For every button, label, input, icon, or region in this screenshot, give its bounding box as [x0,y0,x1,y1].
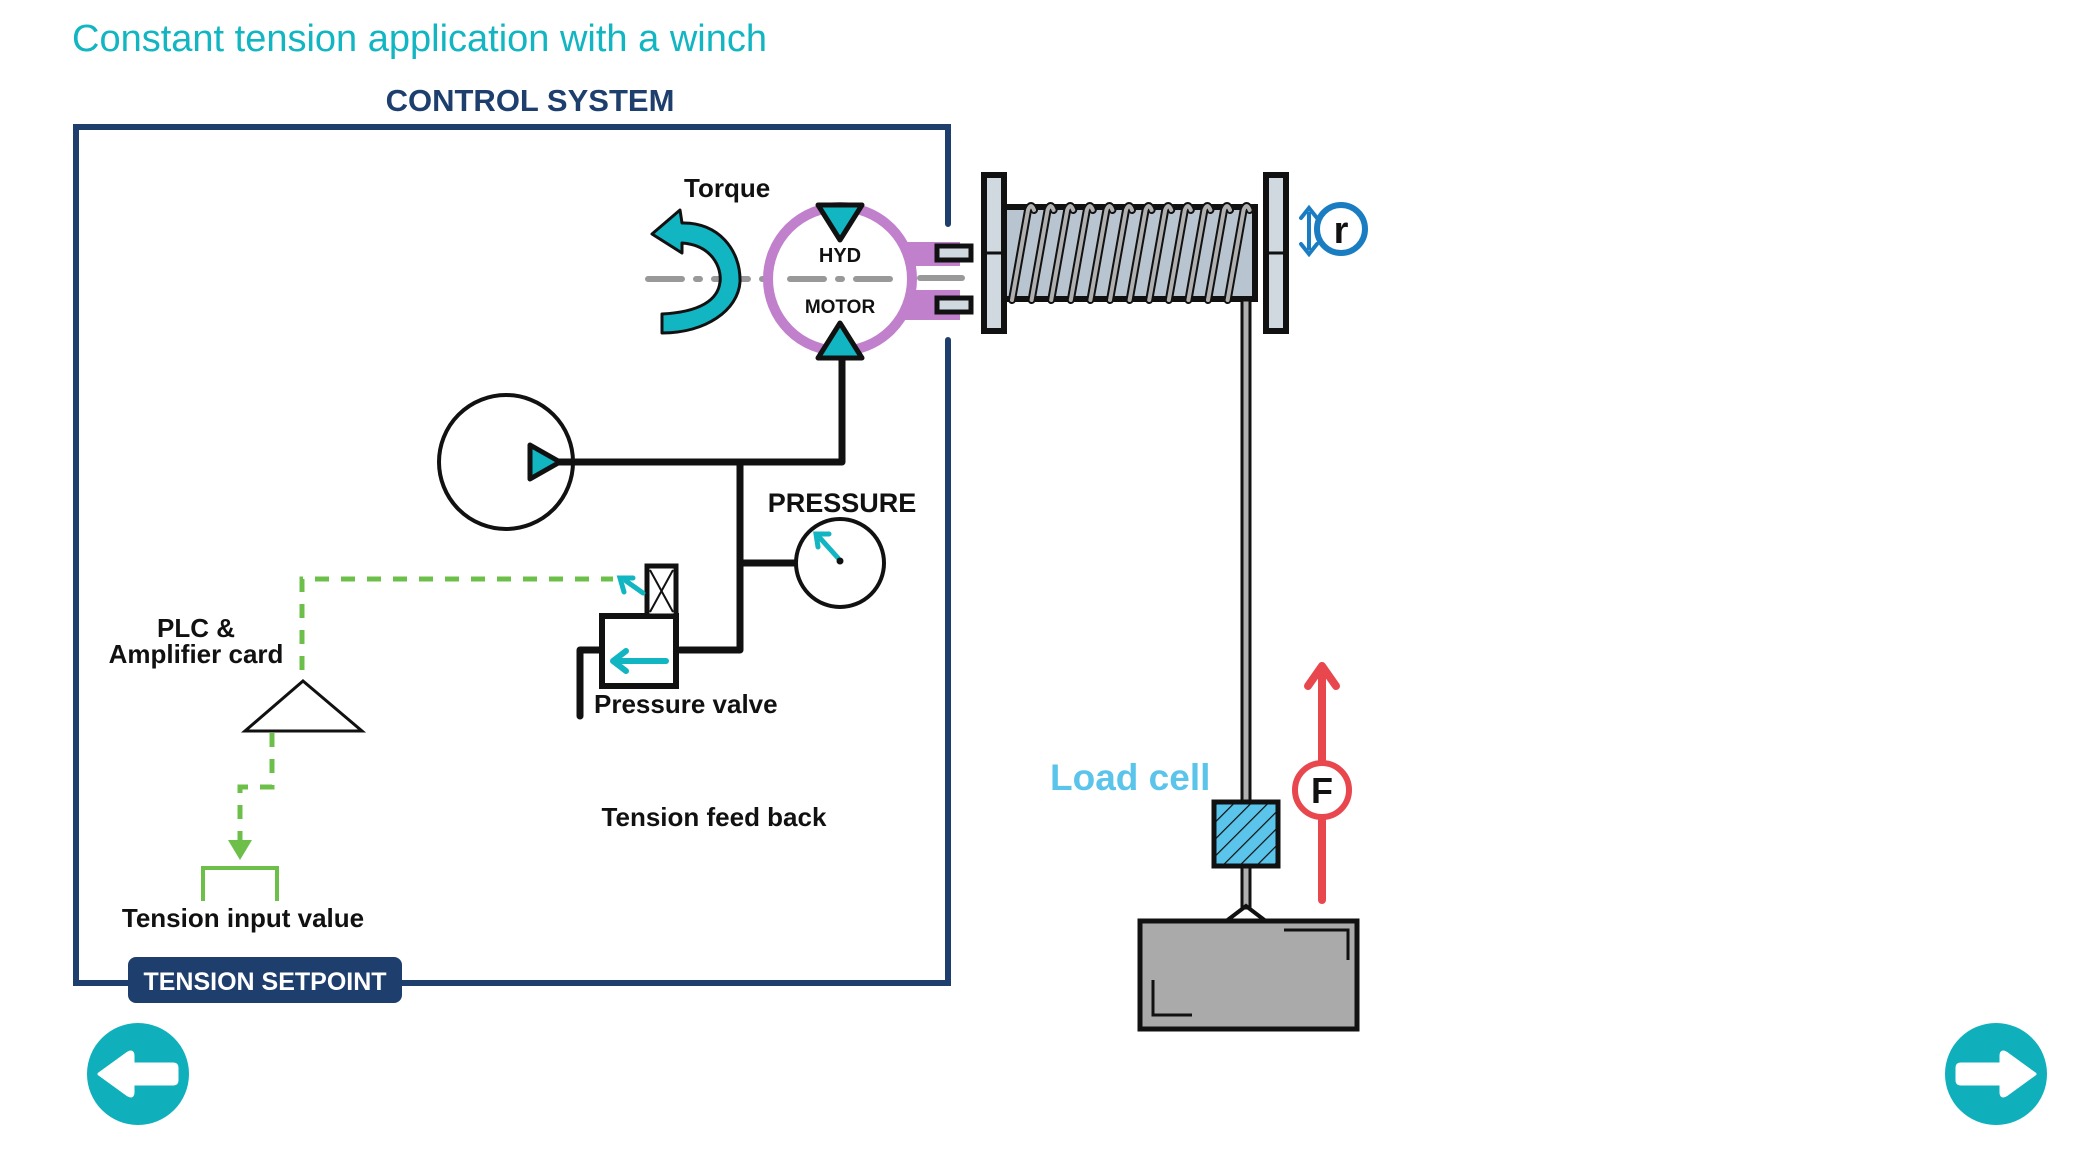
hydraulic-motor: HYD MOTOR [763,202,917,361]
torque-arrow-icon [650,208,742,335]
page-title: Constant tension application with a winc… [72,18,767,60]
tension-setpoint-badge: TENSION SETPOINT [128,957,402,1003]
coil [1108,204,1134,302]
arrow-left-icon [97,1050,179,1098]
load-cell-label: Load cell [1050,757,1210,798]
coil [1049,204,1076,302]
coil [1147,204,1174,302]
coil [1206,204,1232,302]
torque-label: Torque [684,173,770,203]
plc-label-line2: Amplifier card [109,639,284,669]
hydraulic-pump [437,393,575,531]
control-system-frame [73,124,951,986]
signal-arrow-icon [228,840,252,860]
previous-button[interactable] [87,1023,189,1125]
load-cell [1211,799,1281,869]
force-arrow-icon [1304,662,1340,690]
radius-circle-icon [1314,202,1368,256]
tension-feedback-label: Tension feed back [602,802,827,832]
gauge-needle [817,535,841,561]
control-signal-lines [237,576,613,840]
motor-label-hyd: HYD [819,245,861,267]
load-weight [1137,918,1360,1032]
coil [1127,204,1154,302]
tension-input-label: Tension input value [122,903,364,933]
hydraulic-lines [546,356,846,720]
force-symbol: F [1311,770,1333,811]
coil [1186,204,1213,302]
motor-outlet-triangle-icon [815,202,865,243]
control-system-heading: CONTROL SYSTEM [386,83,675,118]
plc-label-line1: PLC & [157,613,235,643]
pressure-label: PRESSURE [768,488,917,518]
coil [1225,204,1252,302]
pressure-gauge [794,517,886,609]
coil [1166,204,1193,302]
motor-label-motor: MOTOR [805,297,876,318]
force-circle-icon [1292,760,1352,820]
shaft-pin-bottom [934,295,974,315]
tension-input-bracket [201,866,279,901]
coil [1010,204,1036,302]
next-button[interactable] [1945,1023,2047,1125]
arrow-right-icon [1955,1050,2037,1098]
coil [1029,204,1056,302]
coil [1068,204,1095,302]
force-indicator: F [1292,662,1352,904]
valve-flow-arrow-icon [610,648,629,674]
hook [1223,903,1269,924]
coil [1088,204,1115,302]
rope-coils-front [1008,202,1254,304]
pump-triangle-icon [527,442,563,482]
amplifier-triangle-icon [240,679,367,733]
pressure-valve [599,563,679,689]
pressure-valve-label: Pressure valve [594,689,778,719]
valve-signal-arrow-icon [616,575,636,595]
tension-setpoint-label: TENSION SETPOINT [143,968,386,996]
shaft-pin-top [934,243,974,263]
radius-symbol: r [1334,210,1349,252]
radius-indicator: r [1299,202,1368,258]
